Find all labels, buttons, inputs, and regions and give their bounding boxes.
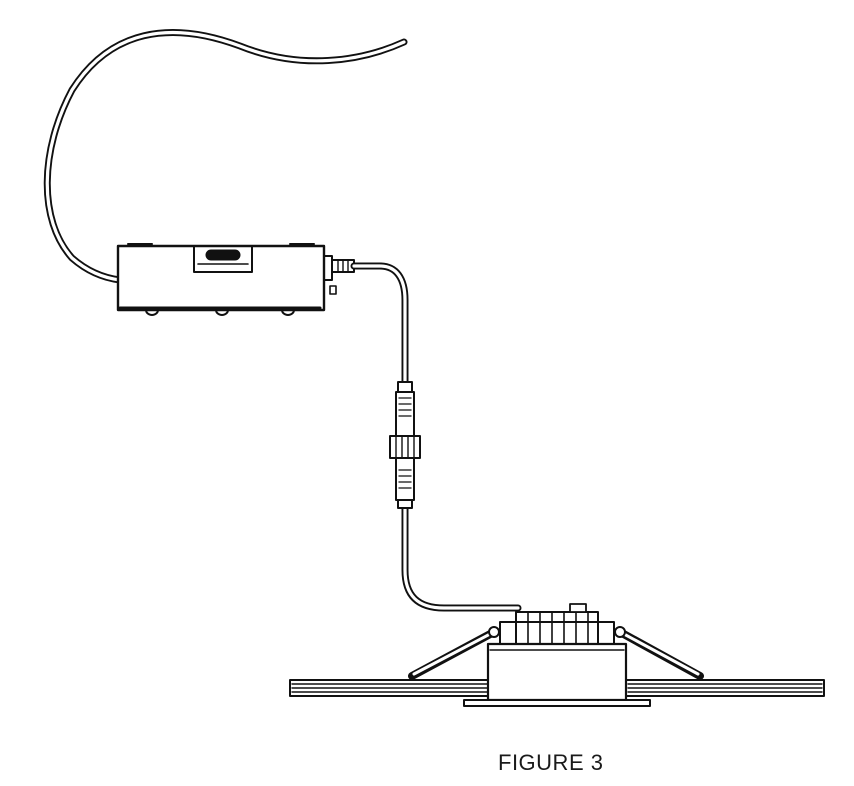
fixture-cable: [350, 262, 522, 612]
figure-caption: FIGURE 3: [498, 750, 604, 775]
driver-latch: [193, 245, 253, 273]
supply-cable: [43, 29, 408, 284]
quick-connector: [389, 381, 421, 509]
spring-clip-right: [614, 626, 704, 680]
driver-output-connector: [323, 255, 355, 295]
spring-clip-left: [408, 626, 500, 680]
ceiling-left: [289, 679, 491, 697]
downlight-fixture: [463, 603, 651, 707]
ceiling-right: [625, 679, 825, 697]
